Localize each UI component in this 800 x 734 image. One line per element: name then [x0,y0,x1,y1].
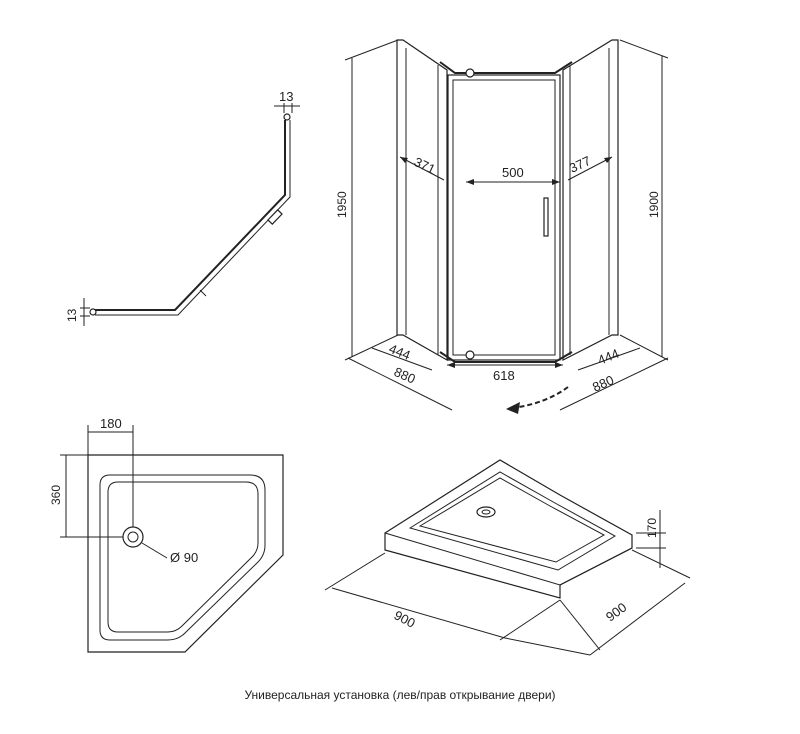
dim-base-right-side: 444 [596,346,622,368]
door-opening-arrow-icon [506,402,520,414]
door-opening-arc [511,386,569,409]
bottom-rail [439,351,573,363]
profile-hinge [267,209,283,225]
dim-base-right-depth: 880 [590,372,616,395]
installation-caption: Универсальная установка (лев/прав открыв… [244,688,556,702]
drain-iso-icon [476,506,496,518]
drain-inner [127,531,139,543]
tray-basin-inner-iso [418,477,606,563]
dim-arrow [604,157,612,163]
top-rail [439,61,573,74]
profile-inner-line [95,120,291,316]
dim-arrow [552,179,560,185]
dim-ext [344,39,399,61]
frame-profile-section: 13 13 [65,89,300,326]
profile-left-end [89,308,97,316]
profile-top-end [283,113,291,121]
right-glass-panel [562,39,619,361]
profile-joint [199,289,207,297]
dim-line [347,357,453,411]
dim-ext [619,39,669,59]
tray-inner-rim [99,474,266,641]
dim-ext [499,599,561,641]
tray-top-edge [384,532,633,586]
dim-offset-y: 360 [49,485,63,505]
dim-tray-side-right: 900 [603,600,629,625]
dim-door-width: 500 [502,165,524,180]
shower-cabin-view: 371 500 377 1950 1900 444 880 618 444 88… [335,39,669,414]
tray-outer-outline [87,454,284,653]
dim-ext [619,334,669,361]
bottom-hinge [465,350,475,360]
dim-line [331,587,506,639]
dim-ext [344,334,399,361]
dim-drain-diameter: Ø 90 [170,550,198,565]
dim-base-left-depth: 880 [392,364,418,387]
top-hinge [465,68,475,78]
left-glass-panel [396,39,448,362]
drain-icon [122,526,144,548]
dim-height-left: 1950 [335,191,349,218]
tray-basin [107,481,259,633]
dim-height-right: 1900 [647,191,661,218]
dim-ext [559,599,601,651]
dim-base-left-side: 444 [387,341,413,363]
dim-ext [324,552,386,591]
dim-base-front: 618 [493,368,515,383]
dim-tray-side-left: 900 [392,607,418,630]
tray-body [384,459,633,599]
dim-arrow [400,157,408,163]
dim-tray-height: 170 [645,518,659,538]
profile-outline [95,120,286,311]
dim-line [504,637,591,656]
tray-top-view: Ø 90 180 360 [49,416,284,653]
dim-offset-x: 180 [100,416,122,431]
drain-iso-inner [481,509,491,515]
dim-arrow [447,362,455,368]
door-frame [452,79,556,356]
dim-line [399,156,445,181]
tray-isometric-view: 170 900 900 [324,459,691,656]
dim-line [567,156,613,181]
dim-arrow [555,362,563,368]
door-panel [447,74,561,361]
dim-line [577,347,641,371]
dim-ext [631,549,691,579]
drain-leader [141,542,168,559]
tray-basin-iso [408,471,617,571]
dim-arrow [466,179,474,185]
dim-profile-left: 13 [65,308,79,322]
door-handle-icon [543,197,549,237]
dim-line [559,357,669,411]
dim-profile-top: 13 [279,89,293,104]
dim-line [589,582,686,656]
dim-line [371,347,433,371]
